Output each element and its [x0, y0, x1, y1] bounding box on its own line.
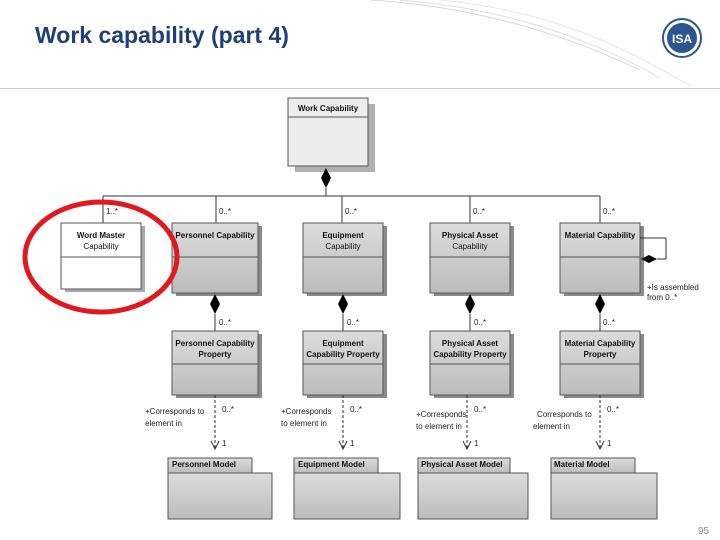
physical-asset-capability-property-group: 0..* Physical Asset Capability Property …: [416, 294, 514, 451]
personnel-property-multiplicity: 0..*: [219, 318, 231, 327]
header-swoosh: [369, 0, 691, 87]
physical-asset-assoc-multiplicity: 0..*: [474, 405, 486, 414]
isa-logo: ISA: [662, 18, 702, 58]
personnel-capability-property-group: 0..* Personnel Capability Property +Corr…: [145, 294, 262, 451]
slide-title: Work capability (part 4): [35, 22, 289, 48]
material-target-multiplicity: 1: [607, 439, 612, 448]
material-property-label-2: Property: [584, 350, 617, 359]
equipment-assoc-multiplicity: 0..*: [350, 405, 362, 414]
equipment-assoc-label-1: +Corresponds: [281, 407, 331, 416]
equipment-capability-multiplicity: 0..*: [345, 207, 357, 216]
equipment-model-package: Equipment Model: [293, 457, 401, 520]
material-assoc-label-2: element in: [533, 422, 570, 431]
material-capability-label: Material Capability: [565, 231, 636, 240]
composition-diamond: [321, 168, 331, 188]
physical-asset-capability-multiplicity: 0..*: [473, 207, 485, 216]
highlight-circle: [22, 199, 180, 315]
self-association-label-1: +Is assembled: [647, 283, 699, 292]
personnel-model-label: Personnel Model: [172, 460, 236, 469]
word-master-label-1: Word Master: [77, 231, 125, 240]
personnel-property-label-2: Property: [199, 350, 232, 359]
self-association-label-2: from 0..*: [647, 293, 677, 302]
word-master-multiplicity: 1..*: [106, 207, 118, 216]
logo-text: ISA: [672, 32, 692, 46]
material-capability-property-group: 0..* Material Capability Property Corres…: [533, 294, 644, 451]
material-assoc-multiplicity: 0..*: [607, 405, 619, 414]
equipment-property-label-1: Equipment: [322, 339, 364, 348]
personnel-assoc-label-2: element in: [145, 419, 182, 428]
material-property-label-1: Material Capability: [565, 339, 636, 348]
equipment-assoc-label-2: to element in: [281, 419, 327, 428]
physical-asset-capability-label-1: Physical Asset: [442, 231, 499, 240]
header-divider: [0, 88, 720, 89]
physical-asset-assoc-label-1: +Corresponds: [416, 410, 466, 419]
physical-asset-property-label-1: Physical Asset: [442, 339, 499, 348]
physical-asset-model-label: Physical Asset Model: [421, 460, 503, 469]
word-master-label-2: Capability: [83, 242, 118, 251]
equipment-property-label-2: Capability Property: [306, 350, 380, 359]
personnel-capability-multiplicity: 0..*: [219, 207, 231, 216]
work-capability-label: Work Capability: [298, 104, 359, 113]
physical-asset-capability-class: 0..* Physical Asset Capability: [429, 196, 514, 296]
material-model-package: Material Model: [550, 457, 658, 520]
equipment-capability-label-1: Equipment: [322, 231, 364, 240]
physical-asset-target-multiplicity: 1: [474, 439, 479, 448]
physical-asset-model-package: Physical Asset Model: [417, 457, 529, 520]
equipment-model-label: Equipment Model: [298, 460, 365, 469]
physical-asset-property-multiplicity: 0..*: [474, 318, 486, 327]
equipment-capability-property-group: 0..* Equipment Capability Property +Corr…: [281, 294, 387, 451]
work-capability-class: Work Capability: [287, 97, 375, 172]
equipment-target-multiplicity: 1: [350, 439, 355, 448]
equipment-property-multiplicity: 0..*: [347, 318, 359, 327]
material-assoc-label-1: Corresponds to: [537, 410, 592, 419]
word-master-capability-class: 1..* Word Master Capability: [60, 196, 145, 292]
personnel-target-multiplicity: 1: [222, 439, 227, 448]
physical-asset-property-label-2: Capability Property: [433, 350, 507, 359]
material-capability-multiplicity: 0..*: [603, 207, 615, 216]
personnel-model-package: Personnel Model: [167, 457, 273, 520]
equipment-capability-label-2: Capability: [325, 242, 360, 251]
physical-asset-capability-label-2: Capability: [452, 242, 487, 251]
page-number: 95: [698, 526, 710, 537]
personnel-assoc-multiplicity: 0..*: [222, 405, 234, 414]
equipment-capability-class: 0..* Equipment Capability: [302, 196, 387, 296]
material-capability-class: 0..* Material Capability: [559, 196, 644, 296]
material-property-multiplicity: 0..*: [603, 318, 615, 327]
material-model-label: Material Model: [554, 460, 610, 469]
material-self-association: +Is assembled from 0..*: [640, 237, 699, 302]
personnel-capability-class: 0..* Personnel Capability: [171, 196, 262, 296]
personnel-assoc-label-1: +Corresponds to: [145, 407, 205, 416]
personnel-property-label-1: Personnel Capability: [175, 339, 255, 348]
physical-asset-assoc-label-2: to element in: [416, 422, 462, 431]
personnel-capability-label: Personnel Capability: [175, 231, 255, 240]
